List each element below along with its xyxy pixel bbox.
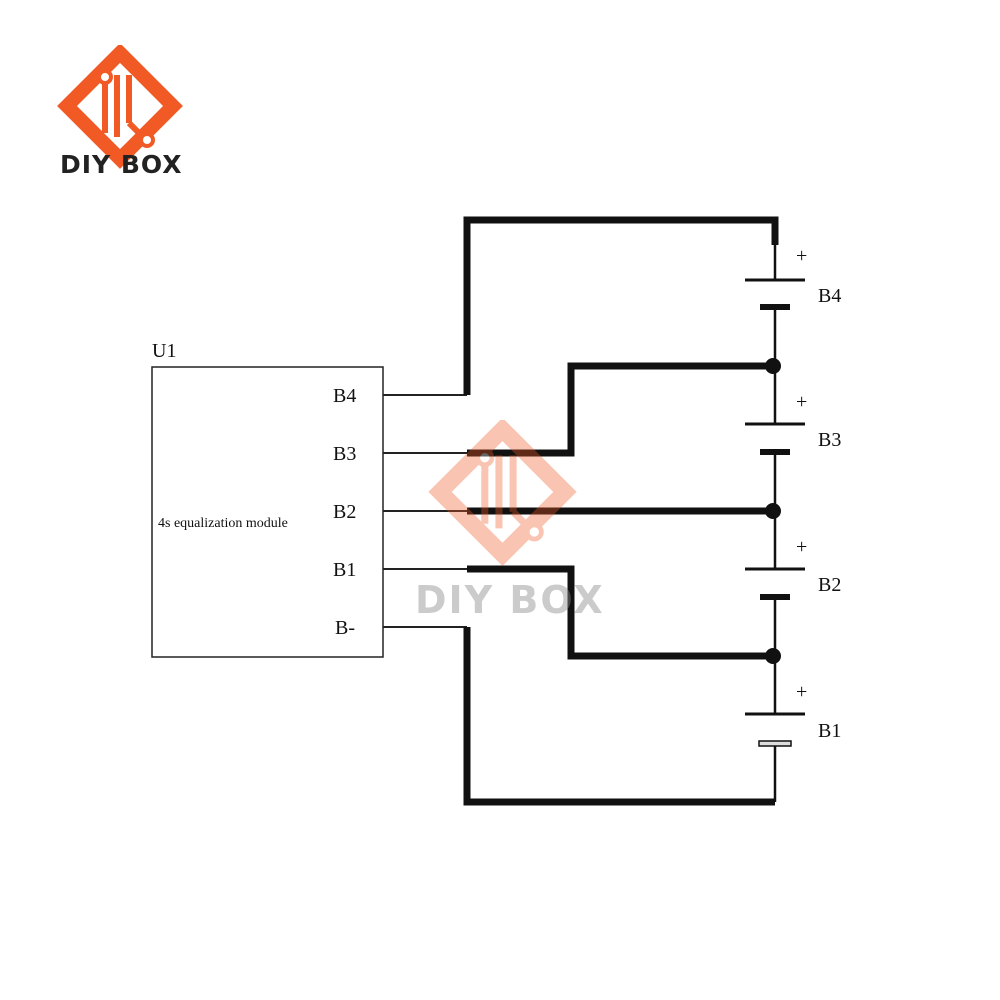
- watermark-text: DIY BOX: [415, 578, 605, 622]
- wire-bminus: [463, 627, 775, 806]
- plus-sign-b4: +: [796, 245, 807, 267]
- wires: [463, 216, 779, 806]
- battery-b1-icon: [745, 712, 805, 747]
- module-label: 4s equalization module: [158, 516, 288, 531]
- battery-label-b2: B2: [818, 574, 841, 596]
- watermark-logo-icon: [428, 420, 577, 567]
- pin-label-bminus: B-: [335, 617, 355, 639]
- pin-label-b1: B1: [333, 559, 356, 581]
- module-box: [151, 366, 384, 658]
- wire-b3: [467, 362, 773, 457]
- pin-label-b3: B3: [333, 443, 356, 465]
- battery-label-b4: B4: [818, 285, 841, 307]
- plus-sign-b2: +: [796, 536, 807, 558]
- battery-b2-icon: [745, 567, 805, 600]
- junction-dot: [765, 358, 781, 374]
- battery-b4-icon: [745, 278, 805, 310]
- pin-label-b2: B2: [333, 501, 356, 523]
- battery-b3-icon: [745, 422, 805, 455]
- plus-sign-b3: +: [796, 391, 807, 413]
- battery-label-b3: B3: [818, 429, 841, 451]
- pin-leads: [383, 394, 467, 628]
- wire-b1: [467, 565, 773, 660]
- component-ref: U1: [152, 340, 176, 362]
- brand-name: DIY BOX: [60, 150, 183, 179]
- battery-label-b1: B1: [818, 720, 841, 742]
- junction-dot: [765, 648, 781, 664]
- pin-label-b4: B4: [333, 385, 356, 407]
- junction-dot: [765, 503, 781, 519]
- diy-box-logo-icon: [57, 45, 183, 169]
- plus-sign-b1: +: [796, 681, 807, 703]
